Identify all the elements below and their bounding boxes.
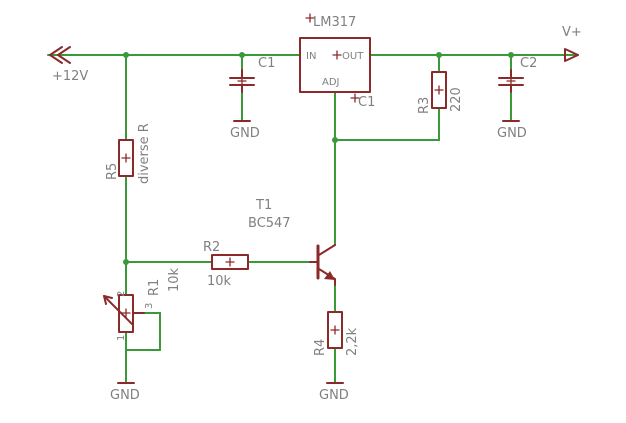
junction-dot bbox=[123, 259, 129, 265]
r5-value: diverse R bbox=[137, 123, 152, 184]
r4-body bbox=[327, 311, 343, 349]
r4-value: 2,2k bbox=[345, 327, 360, 356]
c1-label: C1 bbox=[258, 56, 275, 71]
t1-emitter bbox=[318, 268, 336, 286]
t1-name: T1 bbox=[255, 198, 272, 213]
lm317-body bbox=[299, 37, 371, 93]
capacitor-c1: C1 GND bbox=[229, 56, 275, 141]
origin-cross-icon bbox=[305, 13, 315, 23]
resistor-r4: R4 2,2k GND bbox=[313, 311, 360, 403]
origin-cross-icon bbox=[506, 76, 516, 86]
resistor-r2: R2 10k bbox=[203, 240, 249, 289]
r5-name: R5 bbox=[105, 163, 120, 180]
r1-adjust-arrowhead-icon bbox=[103, 295, 113, 305]
r1-pin-1: 1 bbox=[116, 335, 127, 341]
supply-symbol: +12V bbox=[49, 46, 88, 84]
junction-dot bbox=[123, 52, 129, 58]
wire-r3-bottom-loop bbox=[334, 107, 440, 141]
junction-dot bbox=[332, 137, 338, 143]
output-arrow-icon bbox=[564, 48, 579, 62]
origin-cross-icon bbox=[332, 50, 342, 60]
origin-cross-icon bbox=[121, 153, 131, 163]
potentiometer-r1: R1 10k 1 2 3 GND bbox=[103, 267, 182, 403]
r1-gnd-label: GND bbox=[110, 388, 140, 403]
origin-cross-icon bbox=[434, 85, 444, 95]
r1-adjust-arrow-icon bbox=[103, 295, 133, 325]
junction-dot bbox=[239, 52, 245, 58]
lm317-regulator: LM317 IN OUT ADJ C1 bbox=[299, 13, 375, 110]
output-symbol: V+ bbox=[562, 25, 582, 62]
supply-arrow-icon bbox=[49, 46, 71, 64]
c2-gnd-label: GND bbox=[497, 126, 527, 141]
r4-name: R4 bbox=[313, 339, 328, 356]
resistor-r5: R5 diverse R bbox=[105, 123, 152, 184]
lm317-pin-adj: ADJ bbox=[322, 77, 340, 88]
transistor-t1: T1 BC547 bbox=[248, 198, 336, 286]
r3-value: 220 bbox=[449, 87, 464, 112]
origin-cross-icon bbox=[330, 325, 340, 335]
wires bbox=[47, 54, 579, 383]
lm317-ref: C1 bbox=[358, 95, 375, 110]
output-label: V+ bbox=[562, 25, 582, 40]
c2-label: C2 bbox=[520, 56, 537, 71]
supply-label: +12V bbox=[52, 69, 88, 84]
r1-value: 10k bbox=[167, 267, 182, 292]
t1-value: BC547 bbox=[248, 216, 291, 231]
r5-body bbox=[118, 139, 134, 177]
r1-pin-3: 3 bbox=[144, 303, 155, 309]
origin-cross-icon bbox=[225, 257, 235, 267]
r2-value: 10k bbox=[207, 274, 232, 289]
r3-body bbox=[431, 71, 447, 109]
origin-cross-icon bbox=[350, 93, 360, 103]
r2-body bbox=[211, 254, 249, 270]
capacitor-c2: C2 GND bbox=[497, 56, 537, 141]
origin-cross-icon bbox=[121, 308, 131, 318]
t1-emitter-arrow-icon bbox=[324, 271, 335, 280]
r2-name: R2 bbox=[203, 240, 220, 255]
r1-pin-2: 2 bbox=[116, 291, 127, 297]
lm317-name: LM317 bbox=[313, 15, 356, 30]
junctions bbox=[123, 52, 514, 265]
lm317-pin-in: IN bbox=[306, 51, 316, 62]
resistor-r3: R3 220 bbox=[417, 71, 464, 114]
r3-name: R3 bbox=[417, 97, 432, 114]
origin-cross-icon bbox=[237, 76, 247, 86]
r4-gnd-label: GND bbox=[319, 388, 349, 403]
junction-dot bbox=[436, 52, 442, 58]
t1-collector bbox=[318, 244, 336, 256]
lm317-pin-out: OUT bbox=[342, 51, 364, 62]
c1-gnd-label: GND bbox=[230, 126, 260, 141]
wire-r1-wiper-loop bbox=[125, 312, 161, 351]
r1-name: R1 bbox=[147, 279, 162, 296]
junction-dot bbox=[508, 52, 514, 58]
